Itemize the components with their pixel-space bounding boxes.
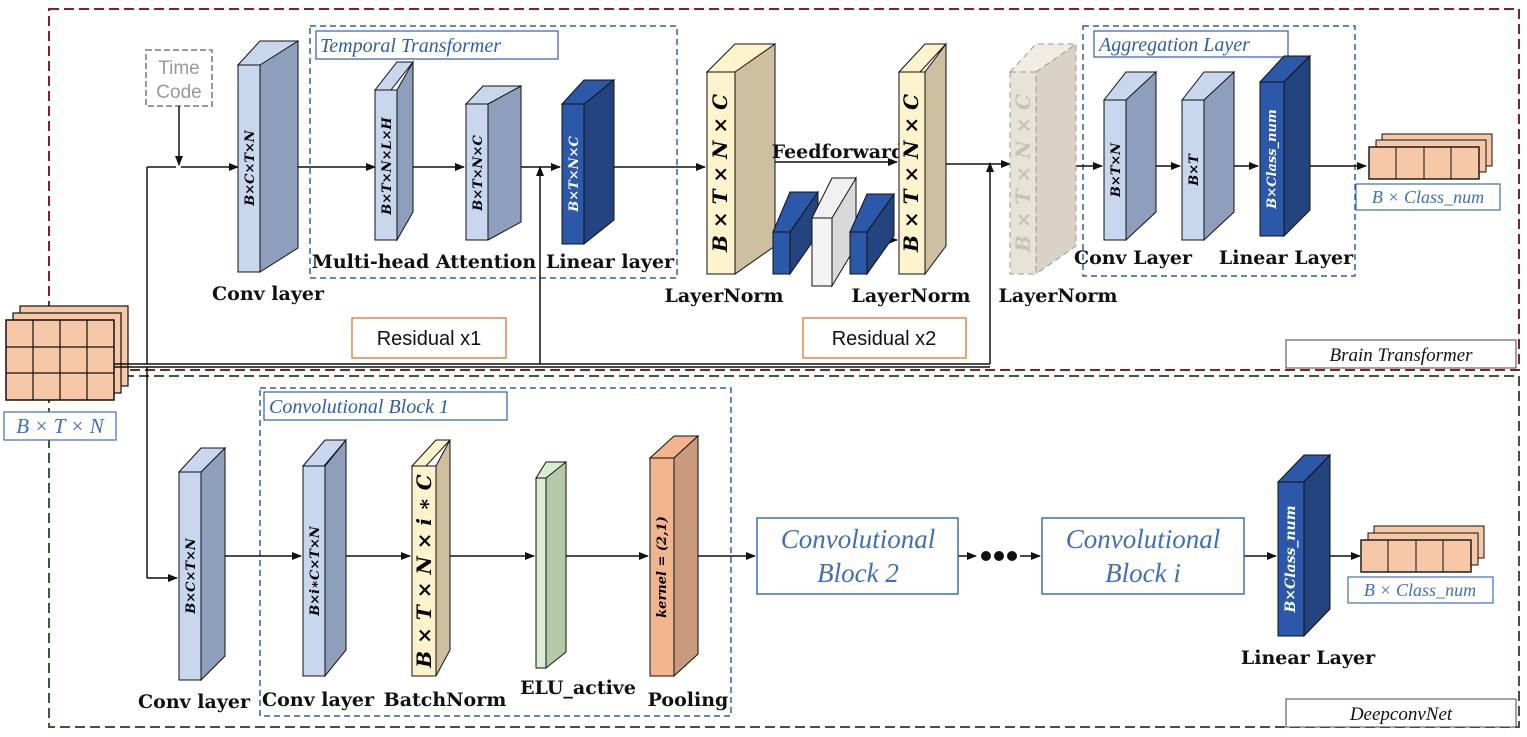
temporal-transformer-box bbox=[309, 25, 678, 279]
ff-navy-block-1 bbox=[772, 190, 819, 276]
brain-conv-label: Conv layer bbox=[212, 283, 325, 305]
agg-mid-layer: B×T bbox=[1180, 70, 1236, 242]
deep-linear-layer: B×Class_num bbox=[1276, 453, 1332, 638]
aggregation-layer-title: Aggregation Layer bbox=[1097, 34, 1250, 56]
deepconvnet-frame bbox=[48, 375, 1520, 728]
layernorm-2-dims: B × T × N × C bbox=[899, 94, 923, 253]
agg-linear-layer: B×Class_num bbox=[1258, 54, 1312, 238]
brain-conv-layer: B×C×T×N bbox=[236, 40, 300, 273]
agg-conv-layer: B×T×N bbox=[1102, 70, 1158, 242]
layernorm-1: B × T × N × C bbox=[705, 43, 777, 275]
conv-block-2-box bbox=[756, 517, 959, 595]
layernorm-1-label: LayerNorm bbox=[665, 285, 784, 307]
ff-dropout-block bbox=[811, 176, 857, 288]
deep-conv0-dims: B×C×T×N bbox=[184, 537, 199, 615]
input-tensor bbox=[5, 305, 129, 401]
conv-block-i-line2: Block i bbox=[1105, 558, 1181, 588]
connectors bbox=[114, 106, 1367, 582]
mha-block-1: B×T×N×L×H bbox=[373, 60, 415, 242]
brain-conv-dims: B×C×T×N bbox=[243, 129, 258, 207]
time-code-line2: Code bbox=[156, 82, 201, 103]
agg-conv-dims: B×T×N bbox=[1109, 142, 1124, 198]
deep-conv1-label: Conv layer bbox=[262, 689, 375, 711]
aggregation-title-bg bbox=[1093, 30, 1289, 58]
deep-conv-layer-0: B×C×T×N bbox=[177, 446, 227, 682]
mha-label: Multi-head Attention bbox=[312, 251, 537, 273]
block1-title-bg bbox=[263, 391, 508, 421]
agg-mid-dims: B×T bbox=[1187, 153, 1202, 187]
ff-navy-block-2 bbox=[849, 192, 895, 276]
batchnorm-label: BatchNorm bbox=[384, 689, 507, 711]
deep-linear-label: Linear Layer bbox=[1241, 647, 1376, 669]
temporal-title-bg bbox=[315, 30, 559, 60]
elu-label: ELU_active bbox=[520, 677, 636, 699]
ellipsis-dots bbox=[981, 551, 1017, 561]
layernorm-3-dims: B × T × N × C bbox=[1011, 94, 1035, 253]
agg-linear-label: Linear Layer bbox=[1219, 247, 1354, 269]
agg-conv-label: Conv Layer bbox=[1074, 247, 1193, 269]
residual-x1-box bbox=[351, 317, 507, 359]
layernorm-2-label: LayerNorm bbox=[852, 285, 971, 307]
brain-transformer-label: Brain Transformer bbox=[1329, 345, 1473, 366]
brain-transformer-frame bbox=[48, 8, 1520, 371]
residual-x2-label: Residual x2 bbox=[832, 328, 937, 350]
conv-block-1-box bbox=[259, 387, 732, 717]
agg-linear-dims: B×Class_num bbox=[1265, 109, 1280, 209]
deep-conv0-label: Conv layer bbox=[138, 691, 251, 713]
deep-conv1-dims: B×i∗C×T×N bbox=[308, 525, 323, 617]
deep-output-label: B × Class_num bbox=[1364, 580, 1476, 600]
conv-block-2-line2: Block 2 bbox=[817, 558, 899, 588]
layernorm-2: B × T × N × C bbox=[897, 42, 948, 276]
layernorm-1-dims: B × T × N × C bbox=[708, 94, 732, 253]
pooling: kernel = (2,1) bbox=[648, 434, 700, 678]
conv-block-2-line1: Convolutional bbox=[781, 524, 936, 554]
brain-output-label: B × Class_num bbox=[1372, 187, 1484, 207]
brain-output-tensor bbox=[1368, 133, 1493, 180]
conv-block-i-line1: Convolutional bbox=[1066, 524, 1221, 554]
deep-conv-layer-1: B×i∗C×T×N bbox=[301, 438, 348, 678]
mha-block-2: B×T×N×C bbox=[464, 85, 523, 241]
brain-linear-dims: B×T×N×C bbox=[567, 136, 582, 213]
mha-dims-1: B×T×N×L×H bbox=[380, 117, 395, 216]
input-tensor-label: B × T × N bbox=[16, 414, 104, 438]
temporal-transformer-title: Temporal Transformer bbox=[320, 35, 501, 57]
brain-linear-label: Linear layer bbox=[546, 251, 675, 273]
pooling-dims: kernel = (2,1) bbox=[655, 516, 670, 618]
residual-x1-label: Residual x1 bbox=[377, 328, 482, 350]
deepconvnet-tag bbox=[1285, 698, 1517, 728]
deepconvnet-label: DeepconvNet bbox=[1349, 704, 1453, 725]
residual-x2-box bbox=[802, 317, 967, 359]
batchnorm: B × T × N × i ∗ C bbox=[410, 439, 452, 677]
brain-transformer-tag bbox=[1285, 339, 1517, 369]
time-code-line1: Time bbox=[158, 58, 200, 79]
brain-output-label-box bbox=[1355, 183, 1501, 211]
elu-active bbox=[535, 460, 567, 670]
brain-linear-layer: B×T×N×C bbox=[560, 78, 616, 246]
mha-dims-2: B×T×N×C bbox=[471, 135, 486, 212]
deep-linear-dims: B×Class_num bbox=[1283, 505, 1299, 613]
layernorm-3: B × T × N × C bbox=[1008, 43, 1078, 275]
layernorm-3-label: LayerNorm bbox=[999, 285, 1118, 307]
feedforward-label: Feedforward bbox=[772, 141, 905, 163]
input-label-box bbox=[3, 411, 117, 441]
deep-output-label-box bbox=[1347, 576, 1494, 604]
batchnorm-dims: B × T × N × i ∗ C bbox=[412, 474, 436, 668]
deep-output-tensor bbox=[1360, 525, 1485, 573]
conv-block-i-box bbox=[1041, 517, 1245, 595]
pooling-label: Pooling bbox=[648, 689, 729, 711]
aggregation-layer-box bbox=[1082, 25, 1356, 277]
conv-block-1-title: Convolutional Block 1 bbox=[269, 396, 449, 418]
